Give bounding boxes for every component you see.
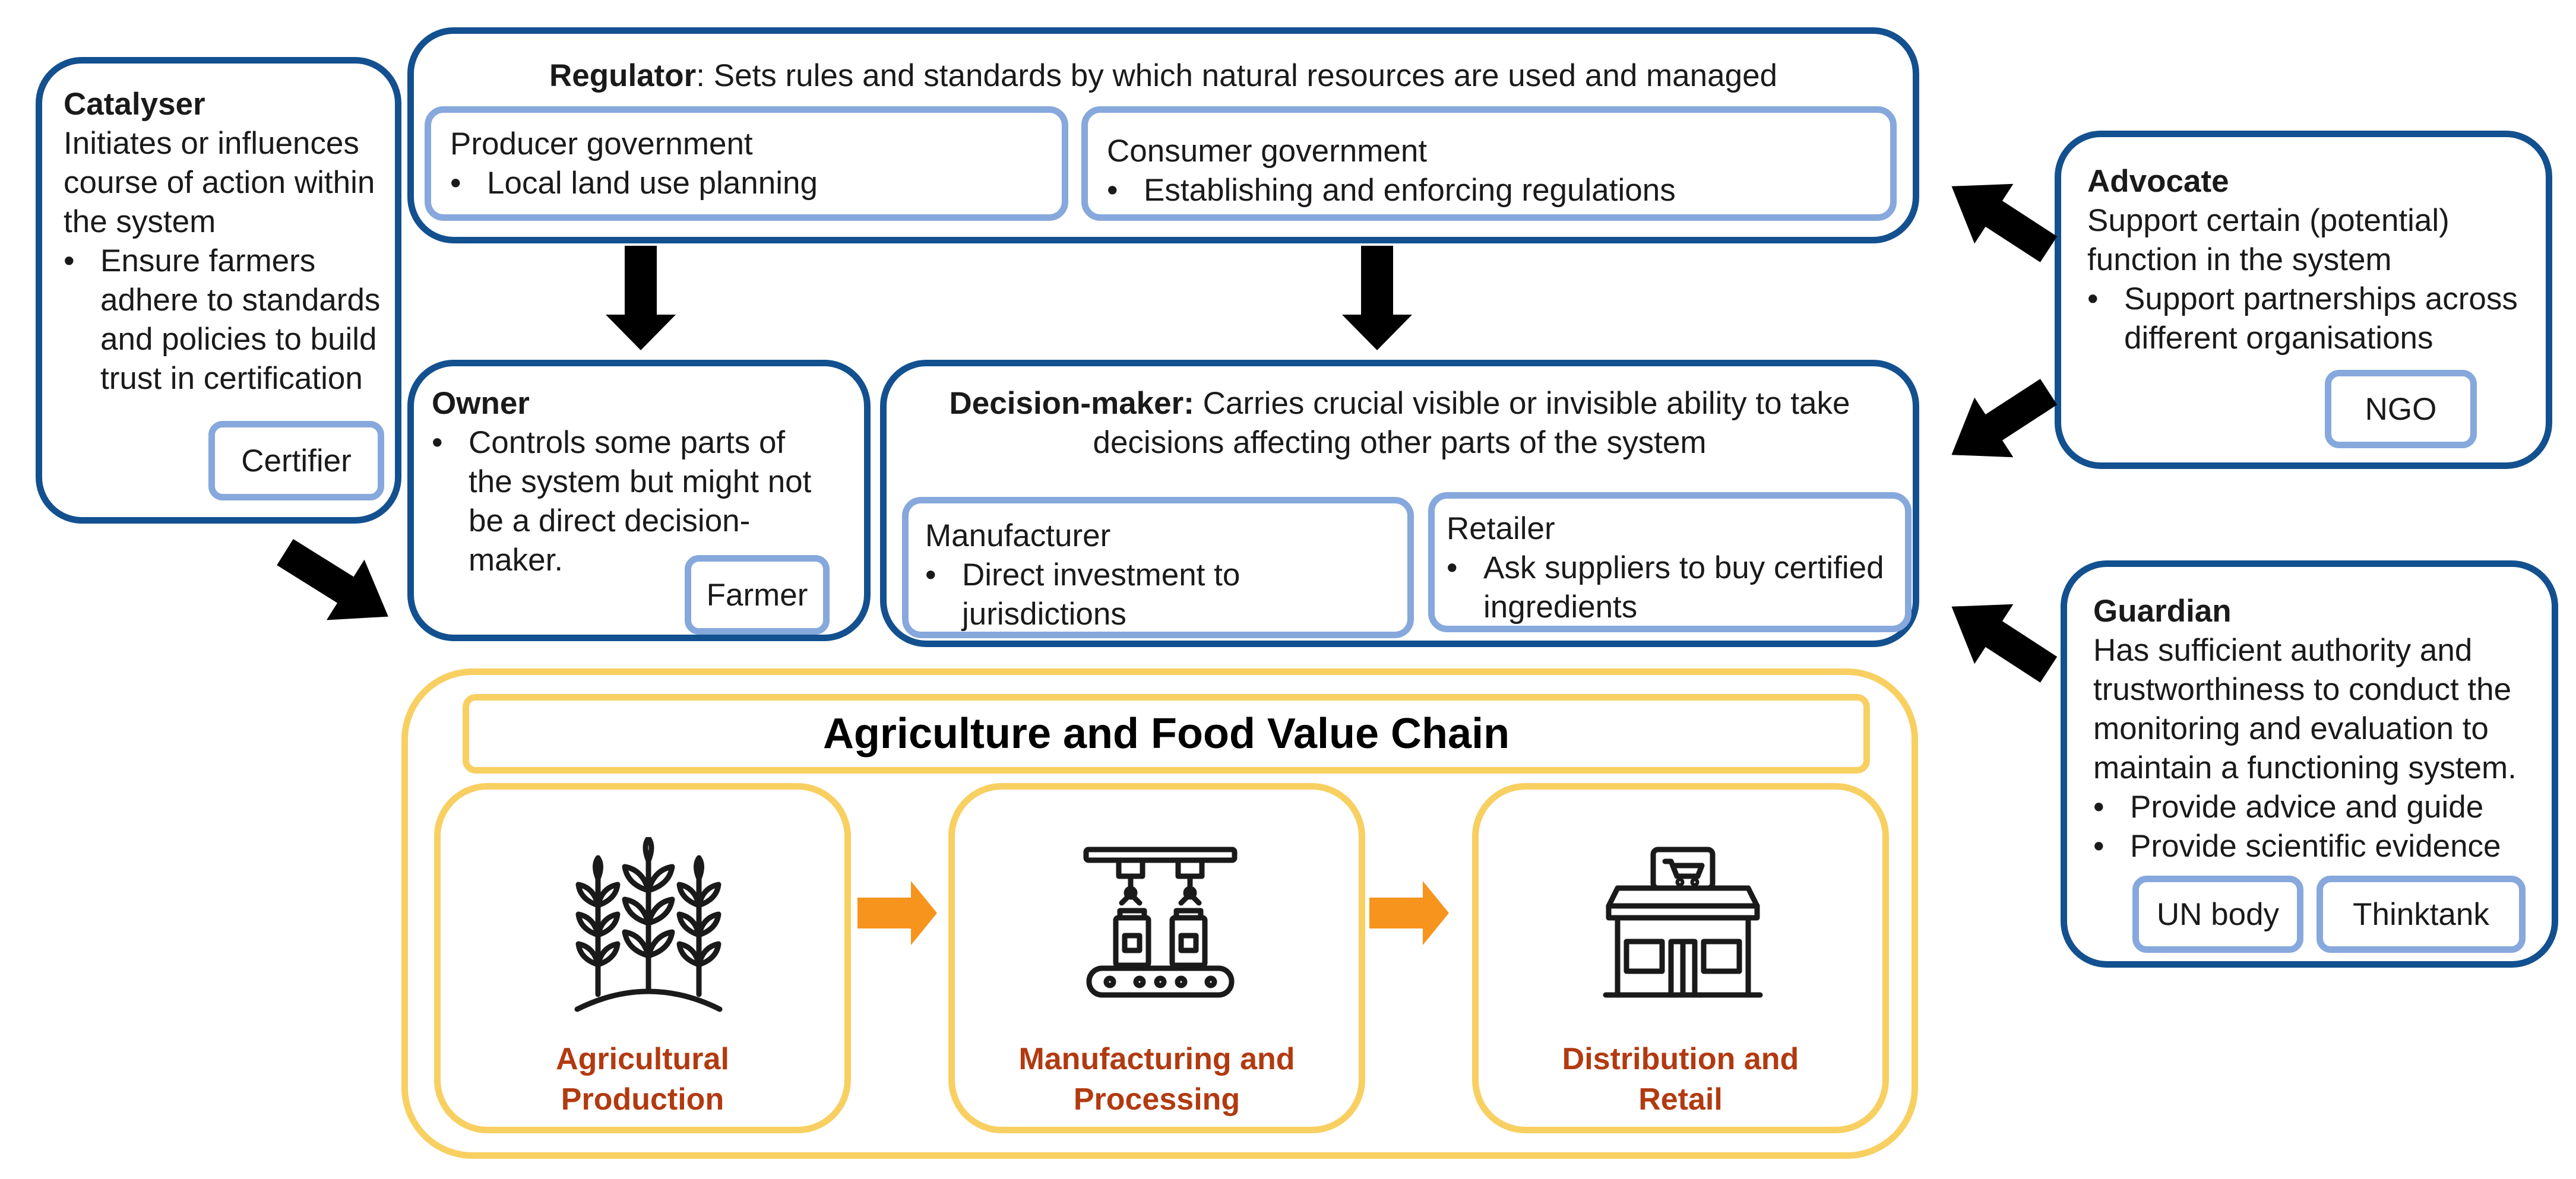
arrow-stage-2-to-3: [1369, 881, 1449, 945]
stage-label: Manufacturing and Processing: [1018, 1042, 1295, 1117]
manufacturer-box: Manufacturer Direct investment to jurisd…: [902, 497, 1414, 638]
regulator-title: Regulator: [549, 58, 697, 93]
guardian-bullet: Provide scientific evidence: [2093, 827, 2546, 866]
guardian-bullet: Provide advice and guide: [2093, 788, 2546, 827]
stage-agricultural-production: Agricultural Production: [434, 783, 851, 1133]
consumer-government-title: Consumer government: [1107, 134, 1428, 169]
catalyser-box: Catalyser Initiates or influences course…: [36, 57, 401, 524]
stage-label: Distribution and Retail: [1562, 1042, 1799, 1117]
producer-government-bullet: Local land use planning: [450, 164, 1050, 203]
arrow-catalyser-to-owner: [277, 538, 388, 620]
stage-label: Agricultural Production: [556, 1042, 729, 1117]
producer-government-box: Producer government Local land use plann…: [425, 106, 1068, 221]
manufacturer-title: Manufacturer: [925, 518, 1111, 553]
regulator-heading: Regulator: Sets rules and standards by w…: [414, 56, 1913, 96]
guardian-title: Guardian: [2093, 594, 2232, 629]
un-body-tag: UN body: [2132, 876, 2303, 953]
thinktank-tag: Thinktank: [2316, 876, 2526, 953]
arrow-guardian-to-decision-maker: [1951, 604, 2058, 683]
arrow-stage-1-to-2: [857, 881, 937, 945]
manufacturer-bullet: Direct investment to jurisdictions: [925, 556, 1395, 634]
catalyser-title: Catalyser: [64, 87, 205, 122]
owner-bullet: Controls some parts of the system but mi…: [432, 423, 834, 580]
factory-robot-icon: [1083, 847, 1238, 998]
advocate-title: Advocate: [2087, 164, 2229, 199]
advocate-bullet: Support partnerships across different or…: [2087, 280, 2534, 358]
decision-maker-desc: Carries crucial visible or invisible abi…: [1093, 386, 1850, 460]
regulator-desc: : Sets rules and standards by which natu…: [696, 58, 1778, 93]
decision-maker-heading: Decision-maker: Carries crucial visible …: [922, 384, 1877, 462]
guardian-desc: Has sufficient authority and trustworthi…: [2093, 633, 2517, 785]
store-icon: [1603, 847, 1763, 998]
owner-title: Owner: [432, 386, 530, 421]
consumer-government-box: Consumer government Establishing and enf…: [1081, 106, 1897, 221]
value-chain-box: Agriculture and Food Value Chain Agricul…: [401, 668, 1918, 1159]
retailer-title: Retailer: [1447, 511, 1555, 546]
decision-maker-title: Decision-maker:: [949, 386, 1194, 421]
advocate-box: Advocate Support certain (potential) fun…: [2055, 131, 2552, 469]
arrow-regulator-to-owner: [606, 246, 676, 350]
value-chain-title: Agriculture and Food Value Chain: [822, 710, 1510, 758]
certifier-tag: Certifier: [208, 421, 384, 500]
farmer-tag: Farmer: [685, 555, 830, 635]
producer-government-title: Producer government: [450, 126, 753, 161]
retailer-bullet: Ask suppliers to buy certified ingredien…: [1447, 549, 1901, 627]
arrow-advocate-to-regulator: [1951, 183, 2058, 262]
ngo-tag: NGO: [2325, 370, 2477, 448]
advocate-desc: Support certain (potential) function in …: [2087, 203, 2450, 277]
arrow-advocate-to-decision-maker: [1951, 379, 2058, 458]
catalyser-bullet: Ensure farmers adhere to standards and p…: [64, 242, 391, 398]
owner-box: Owner Controls some parts of the system …: [407, 360, 871, 641]
decision-maker-box: Decision-maker: Carries crucial visible …: [880, 360, 1919, 647]
value-chain-title-bar: Agriculture and Food Value Chain: [463, 694, 1870, 774]
retailer-box: Retailer Ask suppliers to buy certified …: [1428, 492, 1912, 632]
consumer-government-bullet: Establishing and enforcing regulations: [1107, 171, 1878, 210]
catalyser-desc: Initiates or influences course of action…: [64, 126, 375, 239]
wheat-icon: [574, 837, 723, 1012]
guardian-box: Guardian Has sufficient authority and tr…: [2061, 560, 2558, 968]
arrow-regulator-to-decision-maker: [1342, 246, 1412, 350]
regulator-box: Regulator: Sets rules and standards by w…: [407, 27, 1919, 243]
stage-distribution-retail: Distribution and Retail: [1472, 783, 1889, 1133]
stage-manufacturing-processing: Manufacturing and Processing: [948, 783, 1365, 1133]
